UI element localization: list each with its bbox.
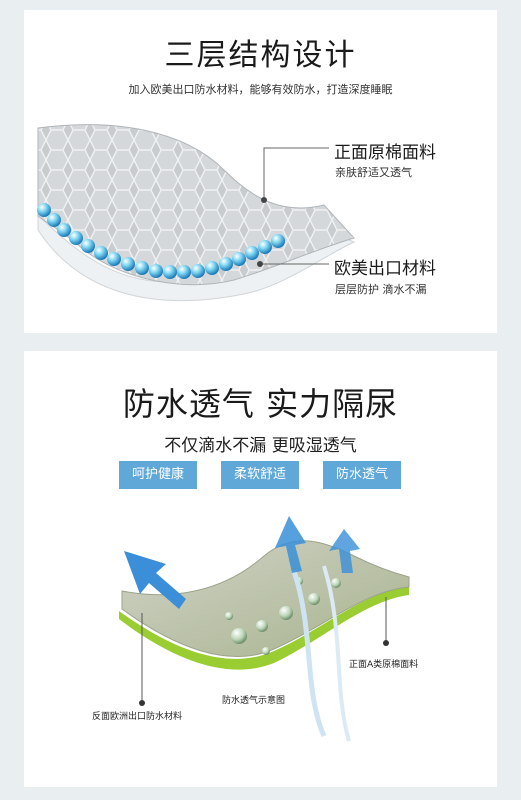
waterproof-panel: 防水透气 实力隔尿 不仅滴水不漏 更吸湿透气 呵护健康 柔软舒适 防水透气 — [24, 351, 497, 787]
three-layer-panel: 三层结构设计 加入欧美出口防水材料，能够有效防水，打造深度睡眠 — [24, 10, 497, 333]
callout-top-fabric: 正面A类原棉面料 — [349, 660, 419, 670]
bottom-sheet — [37, 213, 356, 302]
section2-subtitle: 不仅滴水不漏 更吸湿透气 — [164, 436, 357, 456]
arrow-up-left-icon — [124, 551, 186, 609]
section2-title: 防水透气 实力隔尿 — [122, 385, 399, 423]
bottom-layer-desc: 层层防护 滴水不漏 — [335, 283, 427, 296]
leader-line-top — [263, 147, 329, 200]
quilted-layers-illustration — [37, 124, 356, 302]
bottom-layer-name: 欧美出口材料 — [334, 259, 436, 279]
section1-subtitle: 加入欧美出口防水材料，能够有效防水，打造深度睡眠 — [128, 83, 393, 96]
section1-title: 三层结构设计 — [164, 38, 357, 73]
arrow-up-center-icon — [275, 516, 306, 573]
breathable-illustration — [119, 516, 410, 742]
water-droplets — [225, 577, 341, 655]
airflow-line-1 — [291, 570, 327, 738]
tag-soft: 柔软舒适 — [221, 461, 299, 489]
top-layer-name: 正面原棉面料 — [334, 143, 436, 163]
waterproof-beads — [37, 203, 285, 279]
tag-health: 呵护健康 — [119, 461, 197, 489]
arrow-up-right-icon — [329, 529, 360, 573]
callout-diagram-name: 防水透气示意图 — [222, 696, 286, 706]
top-layer-desc: 亲肤舒适又透气 — [335, 166, 412, 179]
airflow-line-2 — [322, 565, 351, 742]
tag-breathable: 防水透气 — [323, 461, 401, 489]
fabric-layer — [121, 540, 410, 657]
green-layer — [119, 587, 409, 670]
callout-bottom-material: 反面欧洲出口防水材料 — [92, 712, 183, 722]
